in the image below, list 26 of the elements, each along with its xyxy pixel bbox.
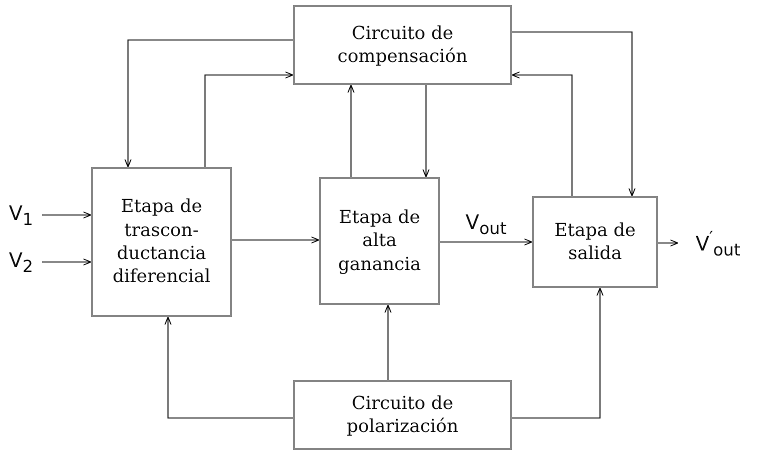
- signal-label: V$_{2}$: [8, 248, 34, 276]
- arrow: [124, 39, 293, 168]
- block-box: [293, 380, 512, 450]
- block-box: [319, 177, 440, 305]
- arrow: [384, 304, 392, 380]
- arrow: [658, 239, 678, 247]
- block-label: Circuito de compensación: [336, 22, 468, 68]
- arrow: [512, 31, 636, 196]
- block-label: Etapa de trascon-ductancia diferencial: [112, 195, 212, 289]
- arrow: [204, 71, 294, 167]
- block-label: Etapa de salida: [553, 218, 637, 266]
- arrow: [512, 288, 604, 419]
- block-box: [91, 167, 232, 317]
- block-box: [532, 196, 658, 288]
- arrow: [232, 236, 320, 244]
- block-label: Circuito de polarización: [346, 392, 460, 438]
- arrow: [422, 85, 430, 178]
- arrow: [440, 238, 532, 246]
- arrow: [42, 258, 92, 266]
- arrow: [42, 211, 92, 219]
- block-label: Etapa de alta ganancia: [337, 206, 422, 276]
- arrow: [347, 84, 355, 177]
- arrow: [164, 316, 293, 419]
- arrow: [512, 71, 573, 196]
- block-box: [293, 5, 512, 85]
- signal-label: V$_{1}$: [8, 201, 34, 229]
